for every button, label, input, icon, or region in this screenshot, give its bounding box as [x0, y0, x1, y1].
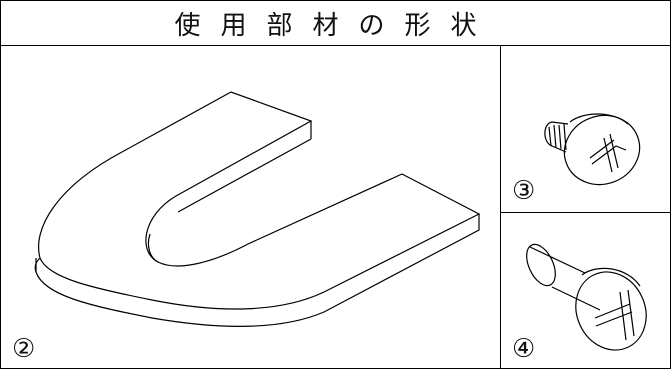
- page-title: 使用部材の形状: [174, 10, 497, 41]
- title-divider: [0, 45, 671, 46]
- part-4-number: ④: [512, 334, 536, 364]
- right-row-divider: [500, 212, 671, 213]
- part-3-number: ③: [512, 176, 536, 206]
- column-divider: [500, 45, 501, 369]
- part-2-number: ②: [12, 334, 36, 364]
